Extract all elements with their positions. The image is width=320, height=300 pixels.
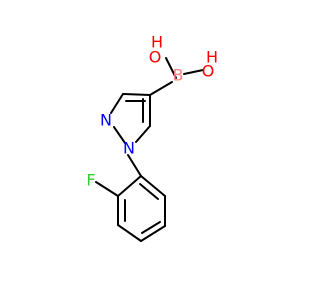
bond-ar-f bbox=[95, 181, 119, 197]
bond-ar-c4-c5 bbox=[140, 225, 166, 242]
atom-oh-top-h: H bbox=[151, 33, 163, 52]
molecule-diagram: O H B O H N N F bbox=[86, 33, 218, 242]
atom-nitrogen-ring: N bbox=[100, 111, 112, 130]
bond-ar-c6-c1 bbox=[140, 175, 166, 197]
bond-c4-c3 bbox=[122, 93, 151, 96]
atom-oh-top-o: O bbox=[149, 48, 162, 67]
bond-b-oh-right bbox=[183, 69, 204, 75]
atom-boron: B bbox=[173, 66, 184, 85]
bond-n2-n1 bbox=[113, 126, 126, 144]
structure-canvas: O H B O H N N F bbox=[86, 32, 219, 242]
atom-fluorine: F bbox=[86, 171, 95, 190]
atom-oh-right-h: H bbox=[206, 48, 218, 67]
bonds bbox=[95, 57, 204, 242]
atom-labels: O H B O H N N F bbox=[86, 33, 218, 190]
bond-n1-c5 bbox=[135, 125, 151, 143]
bond-n1-phenyl bbox=[127, 154, 142, 177]
bond-c4-b bbox=[149, 81, 173, 96]
bond-c3-n2 bbox=[110, 93, 124, 114]
atom-nitrogen-sub: N bbox=[123, 139, 135, 158]
atom-oh-right-o: O bbox=[202, 62, 215, 81]
bond-ar-c3-c4 bbox=[117, 224, 142, 242]
bond-b-oh-top bbox=[165, 57, 177, 79]
bond-ar-c1-c2 bbox=[117, 175, 142, 197]
bond-ar-c4-c5-double bbox=[141, 221, 161, 234]
bond-ar-c6-c1-double bbox=[139, 183, 159, 200]
